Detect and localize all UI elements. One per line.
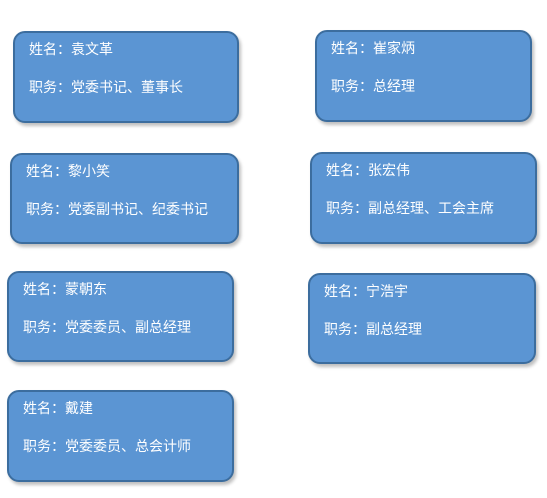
person-role: 党委委员、副总经理: [65, 320, 191, 336]
person-name: 崔家炳: [373, 41, 415, 57]
role-label: 职务：: [324, 322, 366, 338]
person-role: 党委副书记、纪委书记: [68, 202, 208, 218]
role-line: 职务：总经理: [331, 79, 415, 95]
person-card-yuan-wenge: 姓名：袁文革 职务：党委书记、董事长: [13, 31, 239, 123]
role-label: 职务：: [331, 79, 373, 95]
person-name: 黎小笑: [68, 164, 110, 180]
role-label: 职务：: [23, 320, 65, 336]
name-line: 姓名：蒙朝东: [23, 282, 107, 298]
person-name: 张宏伟: [368, 163, 410, 179]
person-card-dai-jian: 姓名：戴建 职务：党委委员、总会计师: [7, 390, 234, 482]
person-role: 党委委员、总会计师: [65, 439, 191, 455]
role-label: 职务：: [23, 439, 65, 455]
role-line: 职务：党委书记、董事长: [29, 80, 183, 96]
name-label: 姓名：: [326, 163, 368, 179]
name-line: 姓名：崔家炳: [331, 41, 415, 57]
role-label: 职务：: [29, 80, 71, 96]
name-line: 姓名：宁浩宇: [324, 284, 408, 300]
role-line: 职务：党委副书记、纪委书记: [26, 202, 208, 218]
name-label: 姓名：: [26, 164, 68, 180]
name-line: 姓名：张宏伟: [326, 163, 410, 179]
person-name: 宁浩宇: [366, 284, 408, 300]
person-name: 戴建: [65, 401, 93, 417]
name-label: 姓名：: [331, 41, 373, 57]
name-label: 姓名：: [324, 284, 366, 300]
person-name: 蒙朝东: [65, 282, 107, 298]
person-card-zhang-hongwei: 姓名：张宏伟 职务：副总经理、工会主席: [310, 152, 537, 244]
name-line: 姓名：袁文革: [29, 42, 113, 58]
person-name: 袁文革: [71, 42, 113, 58]
person-role: 副总经理、工会主席: [368, 201, 494, 217]
person-card-li-xiaoxiao: 姓名：黎小笑 职务：党委副书记、纪委书记: [10, 153, 239, 244]
person-role: 副总经理: [366, 322, 422, 338]
person-card-cui-jiabing: 姓名：崔家炳 职务：总经理: [315, 30, 532, 122]
name-line: 姓名：黎小笑: [26, 164, 110, 180]
name-label: 姓名：: [23, 401, 65, 417]
role-label: 职务：: [326, 201, 368, 217]
role-label: 职务：: [26, 202, 68, 218]
name-label: 姓名：: [29, 42, 71, 58]
name-line: 姓名：戴建: [23, 401, 93, 417]
role-line: 职务：副总经理、工会主席: [326, 201, 494, 217]
person-role: 总经理: [373, 79, 415, 95]
person-card-meng-chaodong: 姓名：蒙朝东 职务：党委委员、副总经理: [7, 271, 234, 362]
role-line: 职务：党委委员、副总经理: [23, 320, 191, 336]
name-label: 姓名：: [23, 282, 65, 298]
role-line: 职务：党委委员、总会计师: [23, 439, 191, 455]
person-card-ning-haoyu: 姓名：宁浩宇 职务：副总经理: [308, 273, 536, 364]
role-line: 职务：副总经理: [324, 322, 422, 338]
person-role: 党委书记、董事长: [71, 80, 183, 96]
